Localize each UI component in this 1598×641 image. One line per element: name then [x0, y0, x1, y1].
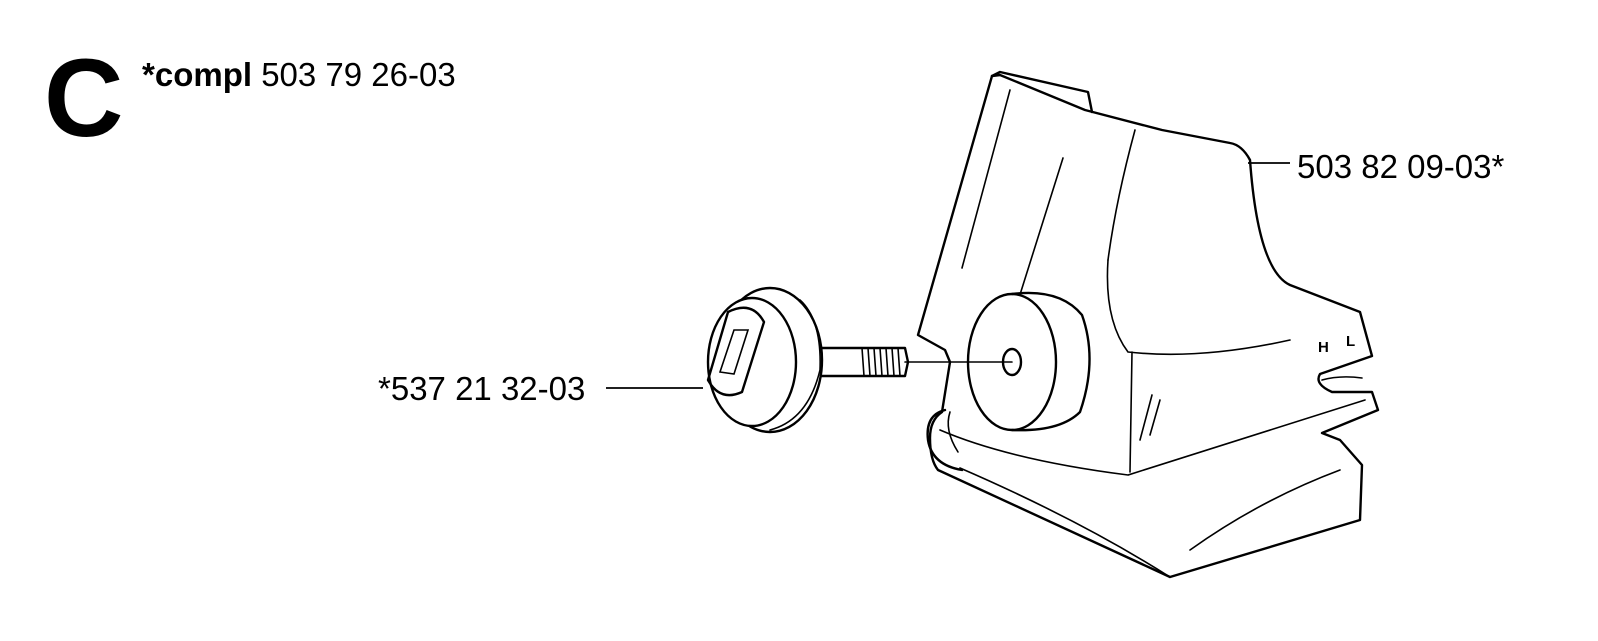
kit-prefix: *compl — [142, 56, 253, 93]
cover-top-lip — [990, 70, 1094, 114]
cover-base-right — [1189, 469, 1341, 551]
marking-l: L — [1346, 333, 1355, 350]
knob-edge-line — [769, 299, 821, 431]
knob-drawing — [706, 286, 1013, 434]
cover-nose — [926, 408, 964, 472]
cover-lower-line-3 — [1139, 394, 1153, 441]
cover-shoulder — [1106, 259, 1291, 356]
marking-h: H — [1318, 339, 1329, 356]
cover-outline — [916, 73, 1380, 579]
cover-part-number: 503 82 09-03* — [1297, 148, 1505, 185]
cover-crease-left — [961, 89, 1011, 269]
knob-part-number: *537 21 32-03 — [378, 370, 586, 407]
knob-grip-slot — [718, 329, 750, 375]
cover-boss-side — [1010, 291, 1091, 432]
knob-grip — [706, 306, 766, 397]
cover-base-curve — [959, 467, 1171, 578]
kit-label: *compl 503 79 26-03 — [142, 58, 456, 91]
cover-lower-line-2 — [1129, 351, 1133, 473]
cover-crease-top — [1107, 129, 1136, 261]
cover-lower-line-1 — [939, 399, 1366, 476]
section-letter: C — [44, 37, 124, 160]
cover-lower-line-4 — [1149, 399, 1161, 436]
kit-part-number: 503 79 26-03 — [261, 56, 456, 93]
cover-nose-inner — [947, 411, 959, 453]
cover-drawing: H L — [916, 70, 1380, 579]
cover-slot — [1321, 376, 1363, 381]
knob-screw-thread — [861, 347, 901, 377]
